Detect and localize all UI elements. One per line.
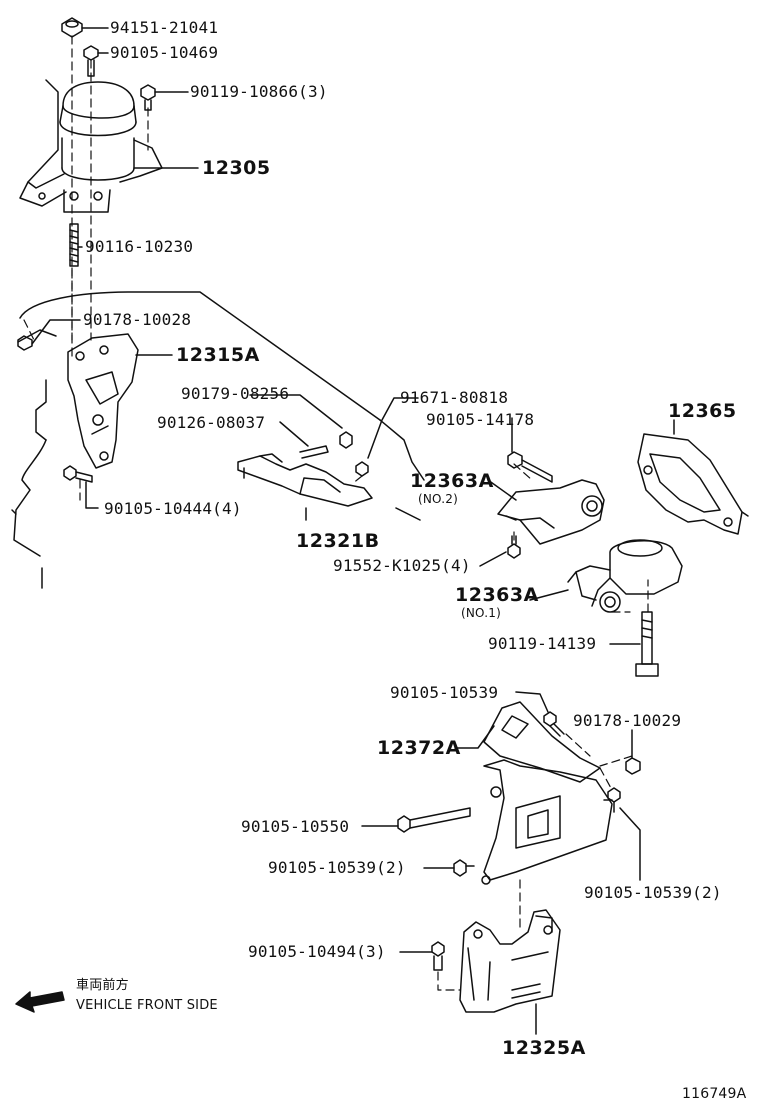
part-label-90105-10494: 90105-10494(3): [248, 942, 386, 961]
part-label-90178-10029: 90178-10029: [573, 711, 682, 730]
part-label-90116-10230: 90116-10230: [85, 237, 194, 256]
assembly-label-12363A-no2: 12363A: [410, 470, 494, 492]
part-label-90105-10444: 90105-10444(4): [104, 499, 242, 518]
part-label-90105-10550: 90105-10550: [241, 817, 350, 836]
part-label-90119-14139: 90119-14139: [488, 634, 597, 653]
sublabel-no1: (NO.1): [461, 606, 501, 620]
assembly-label-12305: 12305: [202, 157, 271, 179]
part-label-91552-K1025: 91552-K1025(4): [333, 556, 471, 575]
part-label-94151-21041: 94151-21041: [110, 18, 219, 37]
figure-reference-number: 116749A: [682, 1086, 747, 1102]
engine-mount-12305-drawing: [19, 17, 163, 267]
part-label-90105-10539-top: 90105-10539: [390, 683, 499, 702]
assembly-dash-lines: [23, 35, 649, 991]
bracket-12363A-no2-drawing: [497, 451, 605, 559]
part-label-90178-10028: 90178-10028: [83, 310, 192, 329]
assembly-label-12325A: 12325A: [502, 1037, 586, 1059]
part-label-90105-14178: 90105-14178: [426, 410, 535, 429]
direction-note-japanese: 車両前方: [76, 978, 129, 993]
part-label-91671-80818: 91671-80818: [400, 388, 509, 407]
part-label-90119-10866: 90119-10866(3): [190, 82, 328, 101]
part-label-90105-10539-right: 90105-10539(2): [584, 883, 722, 902]
engine-block-outline: [11, 291, 425, 589]
bracket-12325A-drawing: [431, 909, 561, 1013]
part-label-90179-08256: 90179-08256: [181, 384, 290, 403]
mount-12363A-no1-drawing: [567, 539, 683, 677]
leader-lines: [31, 27, 675, 1035]
assembly-label-12363A-no1: 12363A: [455, 584, 539, 606]
assembly-label-12372A: 12372A: [377, 737, 461, 759]
assembly-label-12321B: 12321B: [296, 530, 380, 552]
cover-12365-drawing: [637, 433, 749, 535]
sublabel-no2: (NO.2): [418, 492, 458, 506]
part-label-90105-10469: 90105-10469: [110, 43, 219, 62]
bracket-12315A-drawing: [17, 333, 139, 483]
direction-note-english: VEHICLE FRONT SIDE: [76, 998, 218, 1013]
assembly-label-12315A: 12315A: [176, 344, 260, 366]
assembly-label-12365: 12365: [668, 400, 737, 422]
part-label-90126-08037: 90126-08037: [157, 413, 266, 432]
bracket-12321B-drawing: [237, 431, 373, 507]
part-label-90105-10539-left: 90105-10539(2): [268, 858, 406, 877]
vehicle-front-arrow: [15, 991, 65, 1013]
